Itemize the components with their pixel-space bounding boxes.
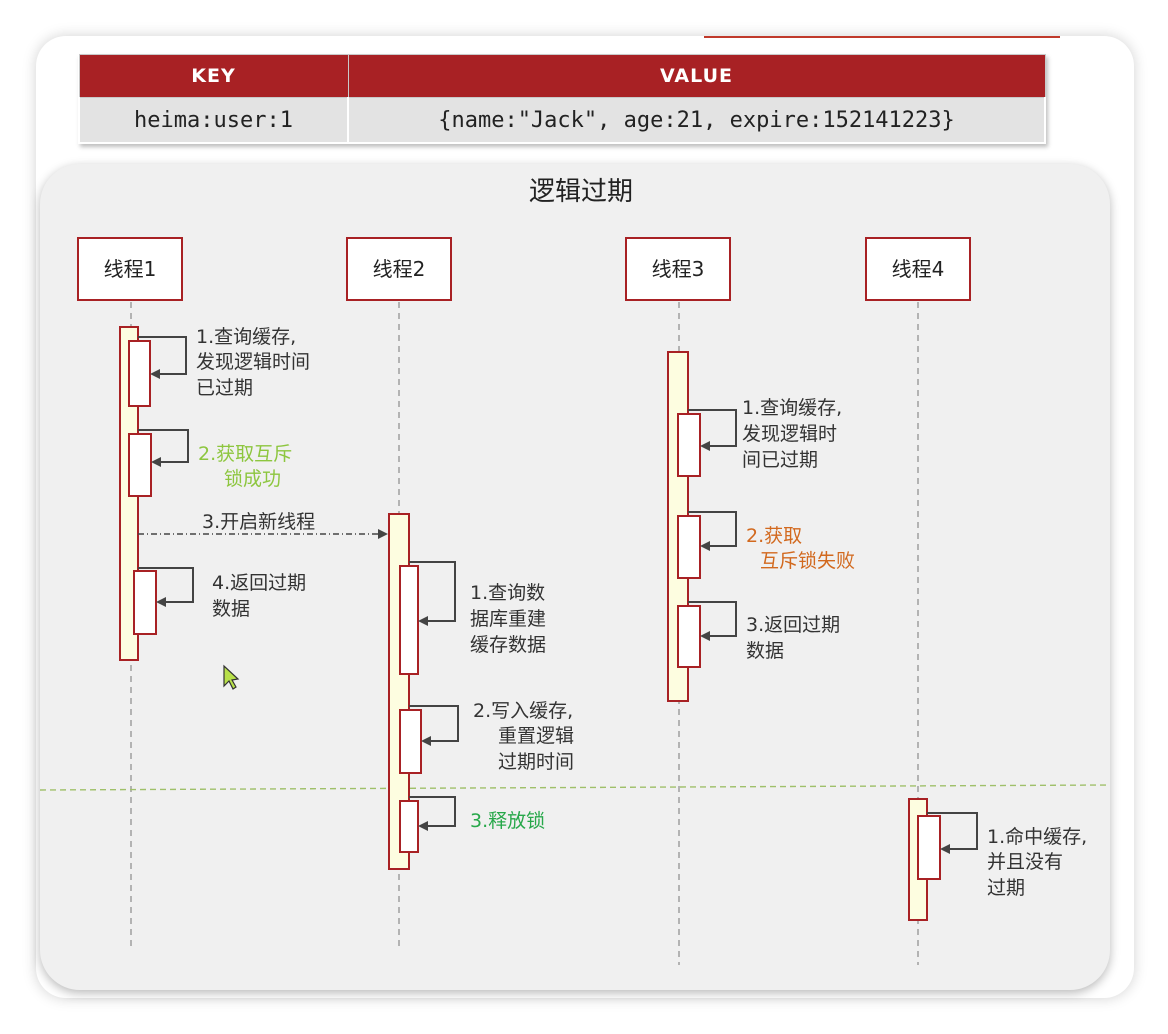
thread2-label: 线程2 <box>373 257 426 281</box>
thread3-step1-box <box>677 413 701 477</box>
t1-step2-line1: 2.获取互斥 <box>198 443 292 465</box>
t1-step2-line2: 锁成功 <box>224 468 281 490</box>
thread2-step1-box <box>399 565 419 675</box>
t3-step2-line2: 互斥锁失败 <box>760 550 855 572</box>
t3-step1-line2: 发现逻辑时 <box>742 423 837 445</box>
t1-step1-line2: 发现逻辑时间 <box>196 351 310 373</box>
thread2-step1-arrow <box>409 561 456 626</box>
thread2-step2-arrow <box>409 705 459 746</box>
thread1-step4-arrow <box>138 567 194 607</box>
t2-step2-line1: 2.写入缓存, <box>473 700 573 722</box>
t3-step3-line2: 数据 <box>746 640 784 662</box>
t2-step3-label: 3.释放锁 <box>470 810 545 832</box>
thread4-step1-arrow <box>927 812 978 854</box>
mouse-cursor-icon <box>223 664 240 690</box>
t3-step3-line1: 3.返回过期 <box>746 614 840 636</box>
thread2-step2-box <box>399 709 422 774</box>
thread2-step3-box <box>399 800 419 853</box>
thread4-box <box>865 237 971 301</box>
thread4-label: 线程4 <box>892 257 945 281</box>
thread1-step2-box <box>128 433 152 497</box>
t2-step2-line3: 过期时间 <box>498 751 574 773</box>
diagram-title: 逻辑过期 <box>529 177 633 207</box>
key-cell: heima:user:1 <box>78 97 349 144</box>
thread3-step2-arrow <box>688 511 737 551</box>
thread3-step2-box <box>677 515 701 579</box>
key-value-table: KEY VALUE heima:user:1 {name:"Jack", age… <box>78 54 1046 144</box>
t2-step1-line1: 1.查询数 <box>470 582 545 604</box>
thread1-label: 线程1 <box>104 257 157 281</box>
t3-step1-line3: 间已过期 <box>742 449 818 471</box>
t1-step4-line1: 4.返回过期 <box>212 572 306 594</box>
t1-step1-line1: 1.查询缓存, <box>196 326 296 348</box>
t3-step1-line1: 1.查询缓存, <box>742 397 842 419</box>
thread3-step3-arrow <box>688 601 737 641</box>
phase-divider <box>39 784 1111 791</box>
thread2-box <box>346 237 452 301</box>
thread1-step4-box <box>133 570 157 635</box>
t2-step1-line3: 缓存数据 <box>470 634 546 656</box>
thread1-step1-box <box>128 340 151 407</box>
t4-step1-line3: 过期 <box>987 877 1025 899</box>
t3-step2-line1: 2.获取 <box>746 525 802 547</box>
thread3-box <box>625 237 731 301</box>
value-header: VALUE <box>347 54 1046 98</box>
t4-step1-line1: 1.命中缓存, <box>987 826 1087 848</box>
thread1-box <box>77 237 183 301</box>
t1-step3-label: 3.开启新线程 <box>202 511 315 533</box>
table-header-row: KEY VALUE <box>78 54 1046 98</box>
table-row: heima:user:1 {name:"Jack", age:21, expir… <box>78 97 1046 144</box>
thread3-step1-arrow <box>688 409 737 451</box>
t4-step1-line2: 并且没有 <box>987 851 1063 873</box>
thread2-step3-arrow <box>409 796 456 831</box>
t2-step1-line2: 据库重建 <box>470 608 546 630</box>
t1-step4-line2: 数据 <box>212 598 250 620</box>
t1-step1-line3: 已过期 <box>196 377 253 399</box>
t2-step2-line2: 重置逻辑 <box>498 725 574 747</box>
thread1-step2-arrow <box>138 429 189 467</box>
value-cell: {name:"Jack", age:21, expire:152141223} <box>347 97 1046 144</box>
thread3-step3-box <box>677 605 701 668</box>
key-header: KEY <box>78 54 349 98</box>
thread4-step1-box <box>917 815 941 880</box>
top-accent-line <box>704 36 1060 38</box>
thread1-step1-arrow <box>138 336 187 379</box>
thread3-label: 线程3 <box>652 257 705 281</box>
